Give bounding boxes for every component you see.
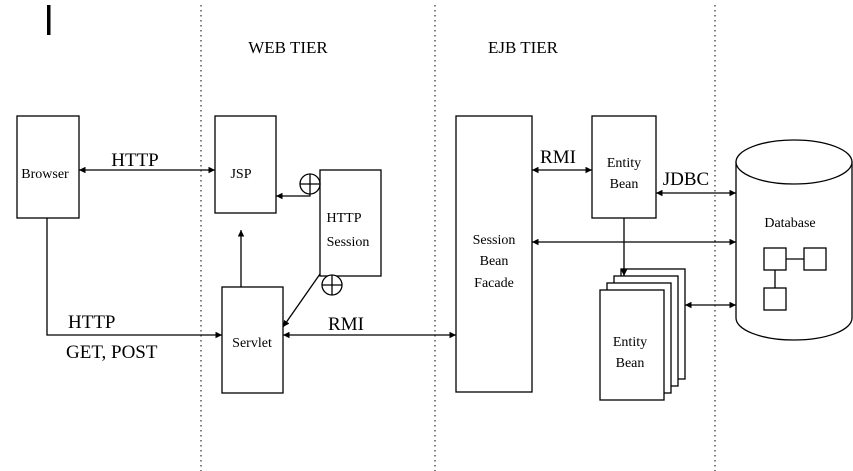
jsp-label: JSP [230, 167, 251, 182]
browser-box [16, 115, 80, 219]
browser-servlet-protocol-label: HTTP [68, 312, 116, 333]
session-facade-label-line3: Facade [474, 276, 514, 291]
entity-database-protocol-label: JDBC [663, 169, 709, 190]
database-schema-icon [763, 247, 827, 311]
http-session-label-line1: HTTP [327, 211, 362, 226]
facade-entity-protocol-label: RMI [540, 147, 576, 168]
database-cylinder [735, 139, 853, 341]
servlet-session-connector [282, 273, 321, 328]
session-bean-facade-box [455, 115, 533, 393]
jsp-box [214, 115, 277, 214]
browser-servlet-methods-label: GET, POST [66, 342, 158, 363]
ejb-tier-label: EJB TIER [488, 38, 559, 57]
browser-servlet-arrow [46, 218, 222, 339]
servlet-facade-protocol-label: RMI [328, 314, 364, 335]
session-facade-label-line2: Bean [480, 254, 509, 269]
browser-jsp-protocol-label: HTTP [111, 150, 159, 171]
servlet-label: Servlet [232, 336, 272, 351]
database-label: Database [764, 216, 815, 231]
web-tier-label: WEB TIER [248, 38, 328, 57]
entity-bean-top-label-line1: Entity [607, 156, 641, 171]
jsp-session-junction-icon [299, 173, 321, 195]
http-session-box [319, 169, 382, 277]
entity-bean-stack-label-line1: Entity [613, 335, 647, 350]
corner-mark [47, 5, 51, 35]
servlet-session-junction-icon [321, 274, 343, 296]
http-session-label-line2: Session [327, 235, 370, 250]
entity-bean-top-label-line2: Bean [610, 177, 639, 192]
entity-bean-stack-label-line2: Bean [616, 356, 645, 371]
entity-bean-stack [599, 268, 686, 401]
servlet-box [221, 286, 284, 394]
session-facade-label-line1: Session [473, 233, 516, 248]
browser-label: Browser [21, 167, 69, 182]
